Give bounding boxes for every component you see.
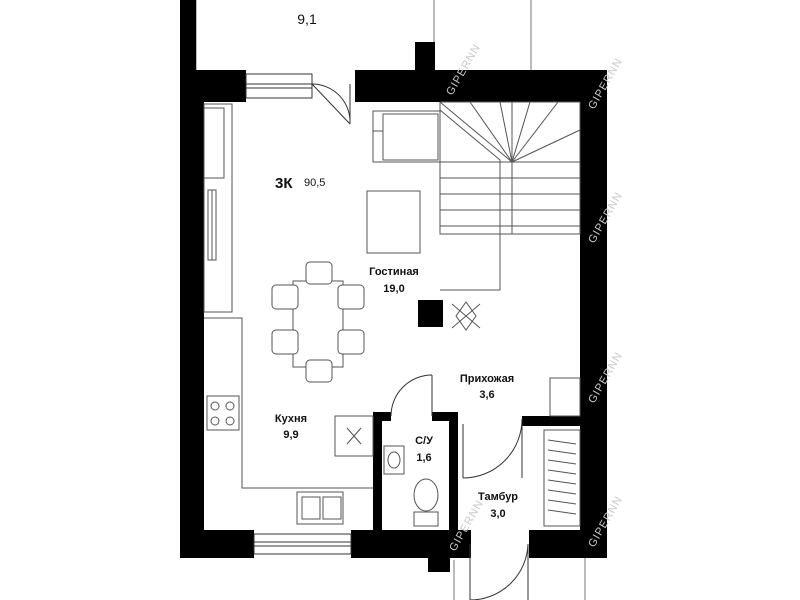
window-top (245, 73, 313, 99)
interior-walls (373, 300, 580, 530)
kitchen-area: 9,9 (283, 429, 298, 441)
kitchen-counter (204, 317, 374, 525)
living-area: 19,0 (383, 283, 404, 295)
coffee-table (366, 190, 421, 254)
exterior-walls (180, 0, 607, 572)
terrace-outline (195, 0, 532, 70)
entrance-outline (453, 558, 586, 600)
vestibule-area: 3,0 (490, 508, 505, 520)
wardrobe (203, 103, 233, 313)
bathroom-area: 1,6 (416, 452, 431, 464)
apartment-type: 3К (275, 175, 293, 192)
total-area: 90,5 (304, 177, 325, 189)
vestibule-name: Тамбур (478, 491, 518, 503)
hallway-wardrobe (543, 377, 581, 527)
bathroom-name: С/У (415, 435, 433, 447)
staircase (439, 101, 581, 291)
hallway-area: 3,6 (479, 389, 494, 401)
sofa (372, 110, 441, 163)
living-name: Гостиная (369, 266, 419, 278)
window-bottom (253, 533, 352, 555)
kitchen-name: Кухня (275, 413, 307, 425)
hallway-name: Прихожая (460, 373, 514, 385)
dining-table (271, 261, 365, 383)
doors (311, 83, 529, 600)
ceiling-light (451, 301, 481, 331)
terrace-area: 9,1 (297, 11, 317, 27)
bathroom-fixtures (383, 445, 439, 527)
